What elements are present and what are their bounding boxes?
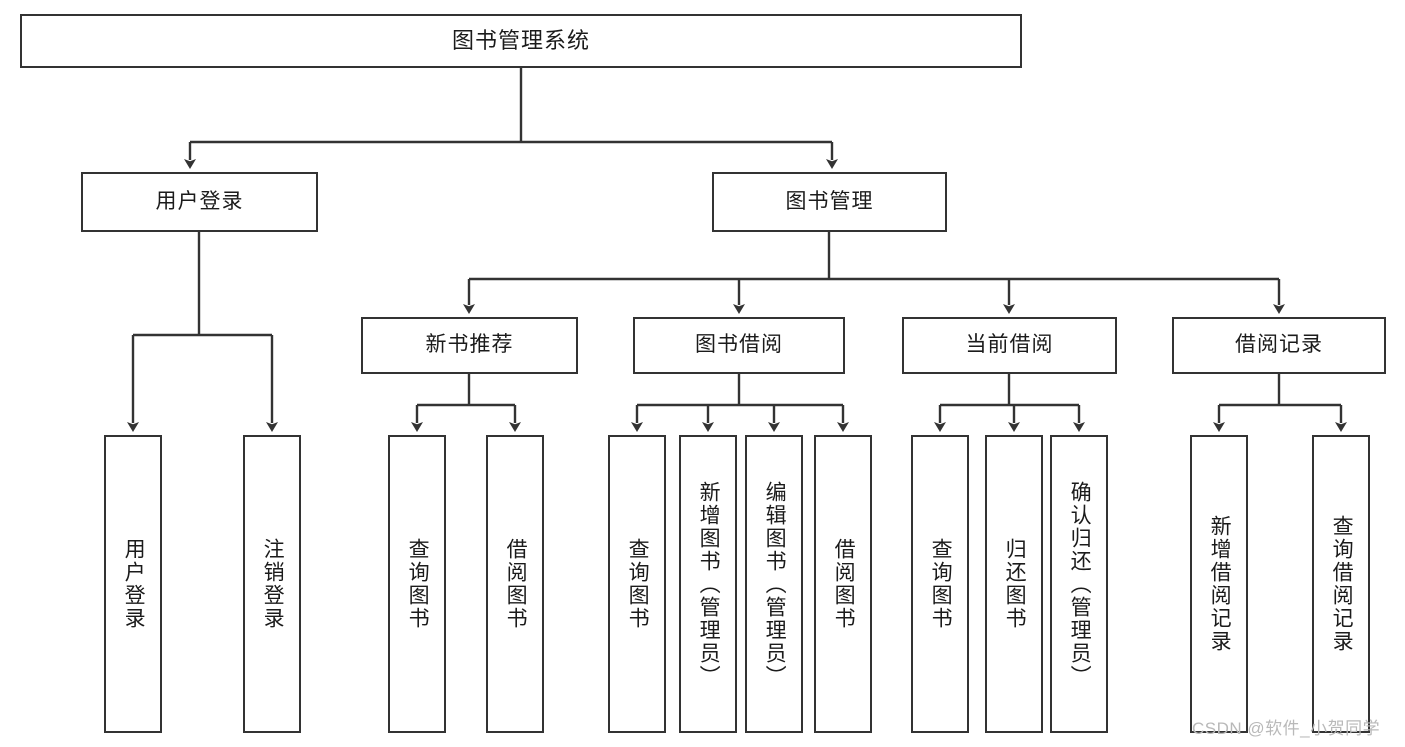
leaf-query-book-3[interactable]: 查询图书	[911, 435, 969, 733]
csdn-watermark: CSDN @软件_小贺同学	[1192, 719, 1381, 738]
node-borrow-record-label: 借阅记录	[1235, 333, 1323, 357]
node-book-manage[interactable]: 图书管理	[712, 172, 947, 232]
node-root-label: 图书管理系统	[451, 28, 590, 54]
node-borrow-record[interactable]: 借阅记录	[1172, 317, 1386, 374]
node-book-manage-label: 图书管理	[785, 189, 874, 213]
leaf-query-book-3-label: 查询图书	[929, 538, 953, 630]
leaf-borrow-book-1[interactable]: 借阅图书	[486, 435, 544, 733]
node-user-login-label: 用户登录	[155, 189, 244, 213]
leaf-confirm-return-label: 确认归还（管理员）	[1068, 480, 1092, 688]
node-user-login[interactable]: 用户登录	[81, 172, 318, 232]
leaf-borrow-book-2[interactable]: 借阅图书	[814, 435, 872, 733]
leaf-user-login[interactable]: 用户登录	[104, 435, 162, 733]
leaf-add-book[interactable]: 新增图书（管理员）	[679, 435, 737, 733]
leaf-query-book-1[interactable]: 查询图书	[388, 435, 446, 733]
leaf-add-book-label: 新增图书（管理员）	[697, 480, 721, 688]
leaf-query-book-2[interactable]: 查询图书	[608, 435, 666, 733]
node-root[interactable]: 图书管理系统	[20, 14, 1022, 68]
leaf-query-record-label: 查询借阅记录	[1330, 515, 1354, 653]
node-new-book-rec[interactable]: 新书推荐	[361, 317, 578, 374]
leaf-add-record[interactable]: 新增借阅记录	[1190, 435, 1248, 733]
leaf-query-book-2-label: 查询图书	[626, 538, 650, 630]
node-book-borrow[interactable]: 图书借阅	[633, 317, 845, 374]
leaf-user-login-label: 用户登录	[122, 538, 146, 630]
leaf-confirm-return[interactable]: 确认归还（管理员）	[1050, 435, 1108, 733]
leaf-query-record[interactable]: 查询借阅记录	[1312, 435, 1370, 733]
node-current-borrow-label: 当前借阅	[965, 333, 1054, 357]
leaf-borrow-book-1-label: 借阅图书	[504, 538, 528, 630]
node-book-borrow-label: 图书借阅	[695, 333, 783, 357]
leaf-return-book[interactable]: 归还图书	[985, 435, 1043, 733]
leaf-edit-book-label: 编辑图书（管理员）	[763, 480, 787, 688]
leaf-add-record-label: 新增借阅记录	[1208, 515, 1232, 653]
leaf-logout[interactable]: 注销登录	[243, 435, 301, 733]
leaf-logout-label: 注销登录	[261, 538, 285, 630]
leaf-borrow-book-2-label: 借阅图书	[832, 538, 856, 630]
leaf-query-book-1-label: 查询图书	[406, 538, 430, 630]
leaf-return-book-label: 归还图书	[1003, 538, 1027, 630]
node-new-book-rec-label: 新书推荐	[425, 333, 514, 357]
node-current-borrow[interactable]: 当前借阅	[902, 317, 1117, 374]
leaf-edit-book[interactable]: 编辑图书（管理员）	[745, 435, 803, 733]
